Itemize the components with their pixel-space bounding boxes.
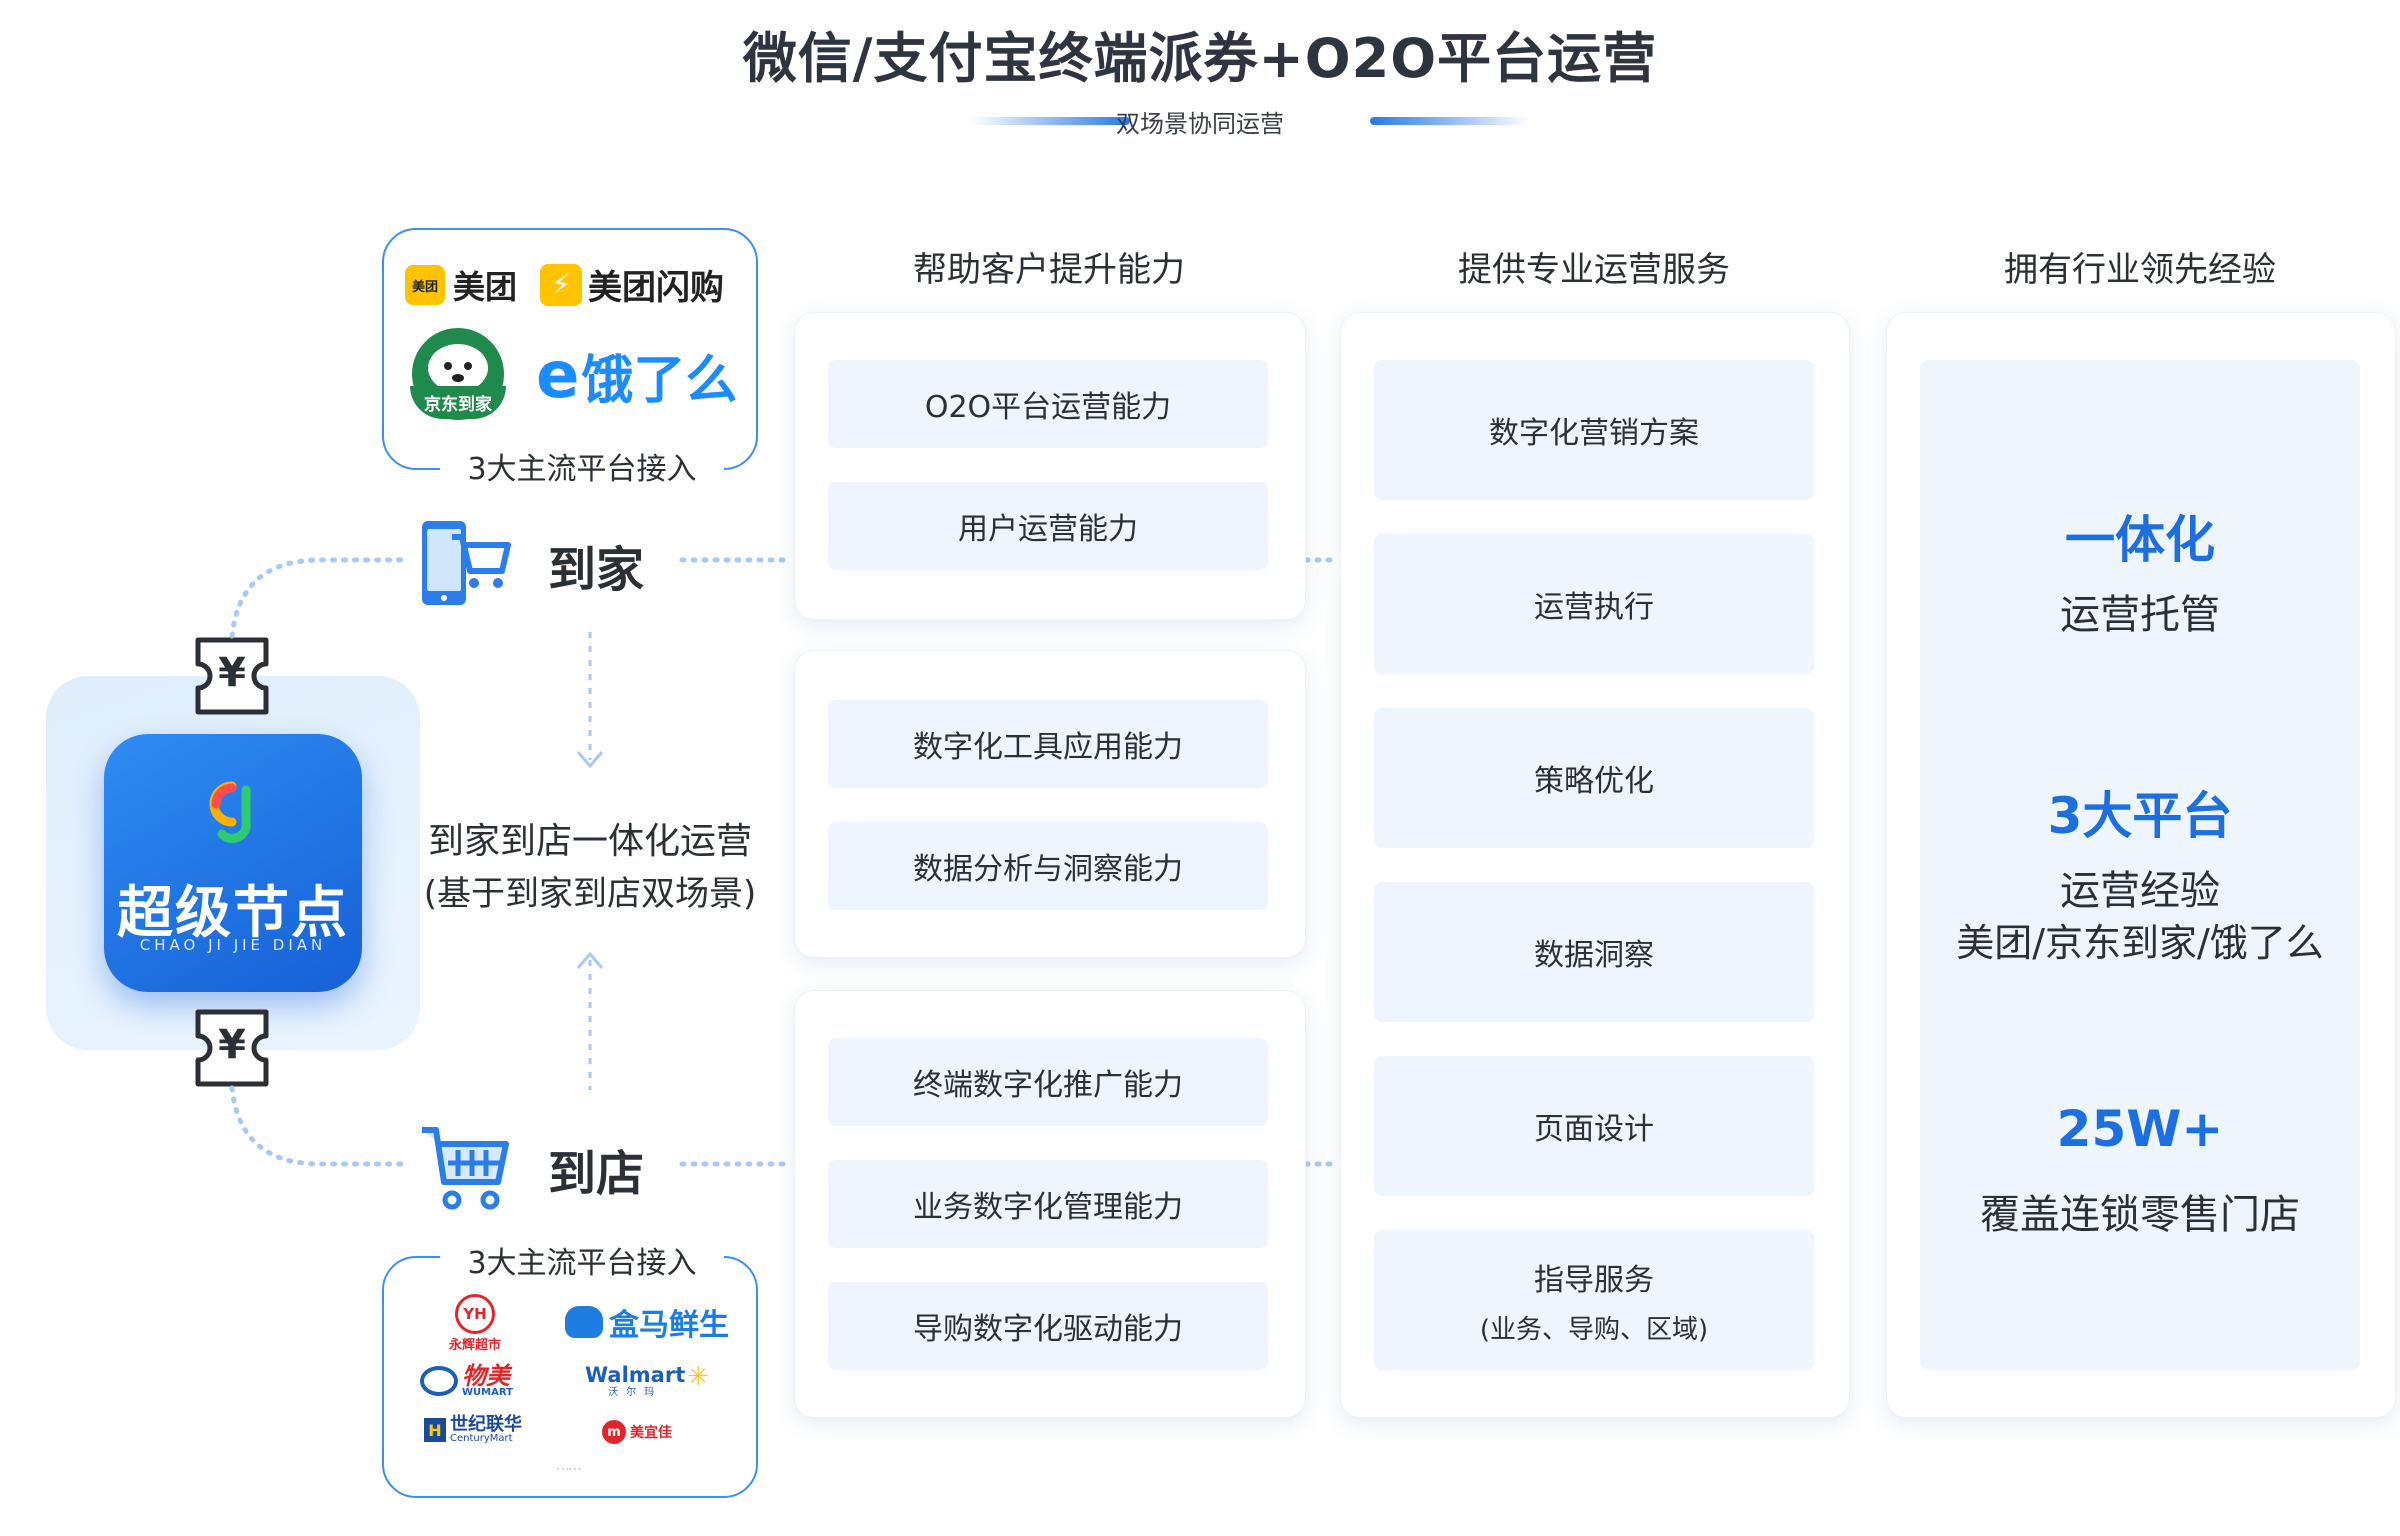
- yuan-ticket-top-icon: ¥: [190, 636, 274, 716]
- capability-pill: 导购数字化驱动能力: [828, 1282, 1268, 1370]
- walmart-spark-icon: ✳: [687, 1362, 710, 1392]
- eleme-e-icon: e: [536, 338, 580, 413]
- capability-pill: O2O平台运营能力: [828, 360, 1268, 448]
- experience-highlight: 3大平台: [2047, 787, 2233, 845]
- meiyijia-icon: m: [602, 1420, 626, 1444]
- walmart-cn: 沃尔玛: [608, 1387, 663, 1399]
- service-pill: 数字化营销方案: [1374, 360, 1814, 500]
- brand-pinyin: CHAO JI JIE DIAN: [139, 936, 327, 954]
- subtitle-right-line: [1370, 117, 1530, 125]
- service-pill: 数据洞察: [1374, 882, 1814, 1022]
- col1-card-1: [794, 312, 1306, 620]
- hema-logo: 盒马鲜生: [565, 1300, 729, 1344]
- col3-heading: 拥有行业领先经验: [2004, 250, 2276, 290]
- lightning-icon: ⚡: [540, 263, 582, 306]
- store-platforms-caption: 3大主流平台接入: [440, 1238, 724, 1282]
- wumart-swirl-icon: [420, 1366, 458, 1396]
- service-pill: 运营执行: [1374, 534, 1814, 674]
- subtitle-left-line: [970, 117, 1130, 125]
- meituan-shangou-logo: ⚡ 美团闪购: [540, 260, 724, 309]
- brand-logo-mark-icon: [202, 778, 264, 850]
- yonghui-logo: YH 永辉超市: [440, 1294, 510, 1353]
- walmart-logo: Walmart 沃尔玛 ✳: [585, 1362, 710, 1399]
- integration-text-line1: 到家到店一体化运营: [427, 821, 752, 862]
- experience-extra: 美团/京东到家/饿了么: [1956, 921, 2324, 965]
- centurymart-logo: H 世纪联华 CenturyMart: [424, 1416, 522, 1444]
- service-label: 指导服务: [1534, 1262, 1654, 1298]
- service-pill: 页面设计: [1374, 1056, 1814, 1196]
- experience-highlight: 25W+: [2056, 1100, 2224, 1158]
- jd-daojia-name: 京东到家: [410, 386, 506, 419]
- jd-daojia-logo: 京东到家: [410, 326, 506, 422]
- capability-pill: 数据分析与洞察能力: [828, 822, 1268, 910]
- store-label: 到店: [548, 1146, 645, 1202]
- service-sublabel: (业务、导购、区域): [1479, 1314, 1709, 1345]
- home-label: 到家: [548, 542, 645, 598]
- centurymart-name: 世纪联华: [450, 1414, 522, 1435]
- col2-heading: 提供专业运营服务: [1458, 250, 1730, 290]
- page-subtitle: 双场景协同运营: [1116, 110, 1284, 138]
- experience-highlight: 一体化: [2065, 511, 2215, 569]
- page-title: 微信/支付宝终端派券+O2O平台运营: [742, 27, 1658, 90]
- meituan-shangou-name: 美团闪购: [588, 268, 724, 308]
- brand-app-icon: [104, 734, 362, 992]
- wumart-logo: 物美 WUMART: [420, 1364, 513, 1398]
- centurymart-en: CenturyMart: [450, 1433, 513, 1444]
- phone-cart-icon: [418, 515, 514, 611]
- more-platforms-ellipsis: ……: [556, 1458, 582, 1474]
- home-platforms-caption: 3大主流平台接入: [440, 444, 724, 488]
- centurymart-h-icon: H: [424, 1418, 446, 1442]
- yuan-symbol-bottom: ¥: [218, 1022, 246, 1068]
- shopping-cart-icon: [418, 1120, 514, 1216]
- capability-pill: 用户运营能力: [828, 482, 1268, 570]
- col1-card-2: [794, 650, 1306, 958]
- meiyijia-name: 美宜佳: [630, 1425, 672, 1441]
- col3-panel: [1920, 360, 2360, 1370]
- wumart-en: WUMART: [462, 1387, 513, 1398]
- service-pill-guidance: 指导服务 (业务、导购、区域): [1374, 1230, 1814, 1370]
- yonghui-badge: YH: [455, 1294, 495, 1334]
- wumart-name: 物美: [462, 1362, 510, 1390]
- meituan-logo: 美团 美团: [405, 262, 517, 308]
- experience-text: 运营托管: [2060, 592, 2220, 638]
- yuan-ticket-bottom-icon: ¥: [190, 1008, 274, 1088]
- col1-heading: 帮助客户提升能力: [913, 250, 1185, 290]
- eleme-name: 饿了么: [581, 351, 738, 411]
- walmart-name: Walmart: [585, 1363, 686, 1387]
- experience-text: 运营经验: [2060, 868, 2220, 914]
- hippo-icon: [565, 1306, 603, 1338]
- yonghui-name: 永辉超市: [448, 1338, 501, 1353]
- meituan-name: 美团: [453, 268, 518, 306]
- yuan-symbol-top: ¥: [218, 650, 246, 696]
- capability-pill: 数字化工具应用能力: [828, 700, 1268, 788]
- hema-name: 盒马鲜生: [609, 1308, 729, 1343]
- eleme-logo: e 饿了么: [536, 338, 737, 413]
- capability-pill: 终端数字化推广能力: [828, 1038, 1268, 1126]
- meiyijia-logo: m 美宜佳: [602, 1420, 672, 1444]
- service-pill: 策略优化: [1374, 708, 1814, 848]
- integration-text-line2: (基于到家到店双场景): [423, 874, 757, 914]
- experience-text: 覆盖连锁零售门店: [1980, 1192, 2300, 1238]
- capability-pill: 业务数字化管理能力: [828, 1160, 1268, 1248]
- meituan-badge: 美团: [405, 265, 445, 305]
- brand-name: 超级节点: [117, 881, 349, 946]
